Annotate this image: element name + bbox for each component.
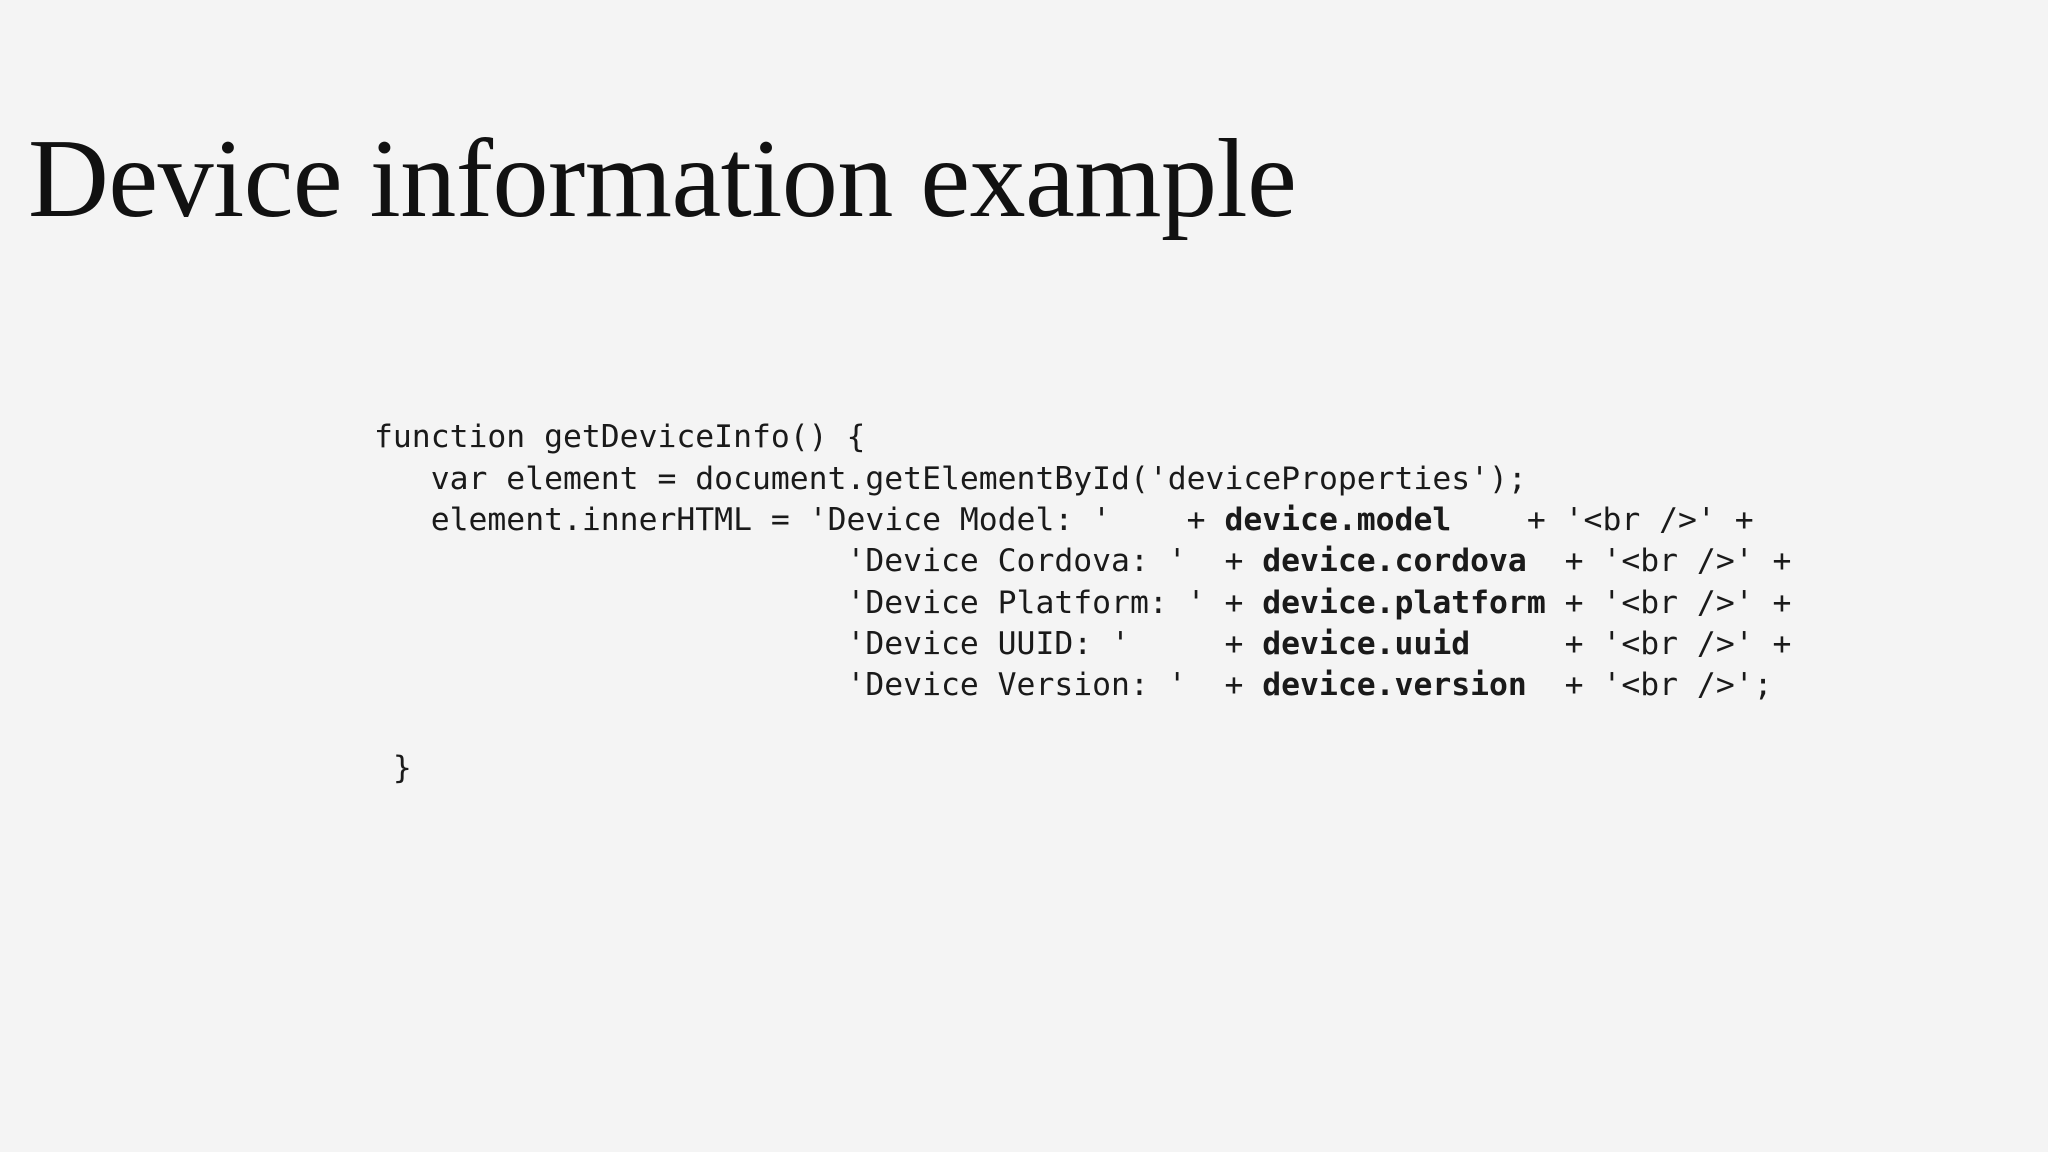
page-title: Device information example (28, 117, 1297, 242)
code-token: + '<br />' + (1545, 584, 1792, 621)
code-token-emphasis: device.version (1262, 667, 1527, 704)
code-line: 'Device Cordova: ' + device.cordova + '<… (374, 541, 1791, 582)
code-token: + '<br />'; (1526, 667, 1773, 704)
code-line: function getDeviceInfo() { (374, 417, 1791, 458)
code-block: function getDeviceInfo() { var element =… (374, 417, 1791, 789)
code-line: var element = document.getElementById('d… (374, 459, 1791, 500)
code-token: } (374, 749, 412, 786)
code-token: 'Device UUID: ' + (374, 625, 1263, 662)
code-line: element.innerHTML = 'Device Model: ' + d… (374, 500, 1791, 541)
code-line: } (374, 748, 1791, 789)
code-token: 'Device Version: ' + (374, 667, 1263, 704)
code-line (374, 706, 1791, 747)
code-line: 'Device Platform: ' + device.platform + … (374, 583, 1791, 624)
code-token: function getDeviceInfo() { (374, 419, 866, 456)
code-line: 'Device Version: ' + device.version + '<… (374, 665, 1791, 706)
code-line: 'Device UUID: ' + device.uuid + '<br />'… (374, 624, 1791, 665)
code-token: element.innerHTML = 'Device Model: ' + (374, 501, 1225, 538)
code-token: var element = document.getElementById('d… (374, 460, 1527, 497)
code-token: + '<br />' + (1526, 543, 1792, 580)
code-token: + '<br />' + (1470, 625, 1792, 662)
code-token-emphasis: device.platform (1262, 584, 1546, 621)
code-token-emphasis: device.uuid (1262, 625, 1471, 662)
code-token-emphasis: device.model (1224, 501, 1452, 538)
code-token-emphasis: device.cordova (1262, 543, 1527, 580)
code-token: 'Device Cordova: ' + (374, 543, 1263, 580)
code-token: + '<br />' + (1451, 501, 1754, 538)
code-token: 'Device Platform: ' + (374, 584, 1263, 621)
